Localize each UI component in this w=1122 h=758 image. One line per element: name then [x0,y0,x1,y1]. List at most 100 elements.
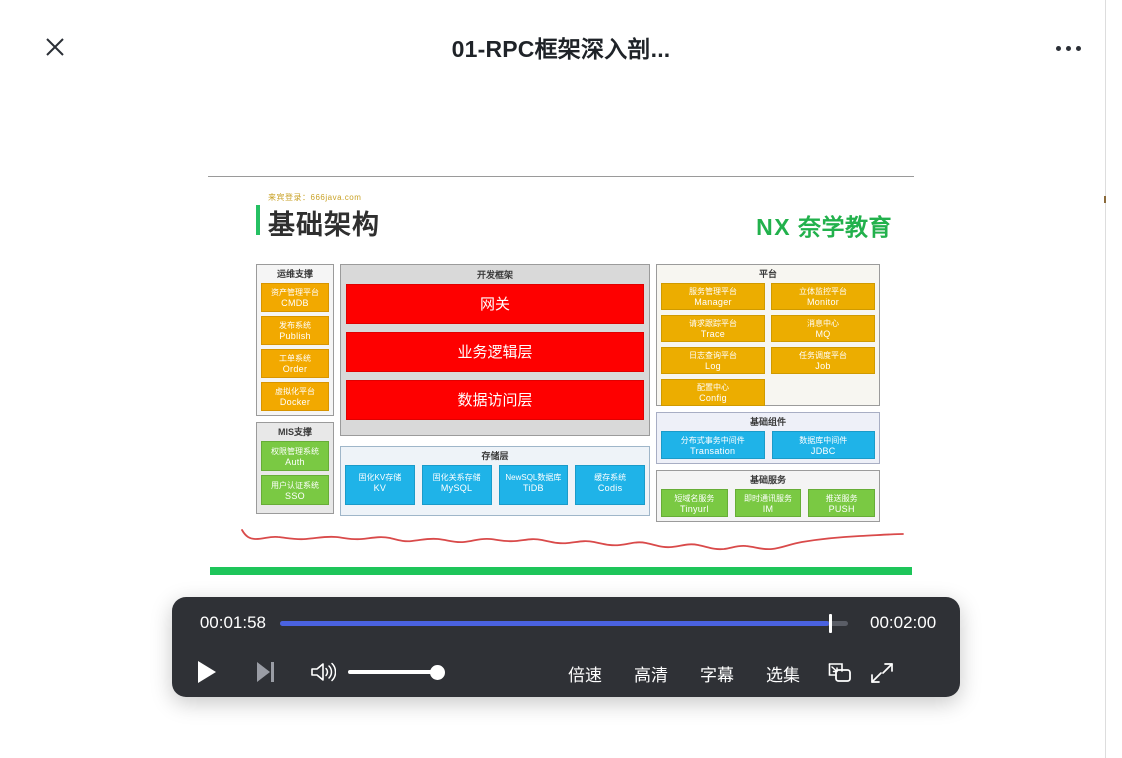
panel-storage: 存储层 固化KV存储 KV 固化关系存储 MySQL NewSQL数据库 TiD [340,446,650,516]
components-row: 分布式事务中间件 Transation 数据库中间件 JDBC [661,431,875,459]
close-icon [46,38,64,56]
cell-log: 日志查询平台 Log [661,347,765,374]
progress-bar[interactable] [280,613,848,633]
cell-monitor: 立体监控平台 Monitor [771,283,875,310]
diagram-column-left: 运维支撑 资产管理平台 CMDB 发布系统 Publish 工单系统 Order [256,264,334,514]
cell-label-en: Order [282,364,308,374]
cell-jdbc: 数据库中间件 JDBC [771,431,875,459]
cell-label-cn: 短域名服务 [674,494,715,503]
diagram-column-middle: 开发框架 网关 业务逻辑层 数据访问层 存储层 固化KV存储 KV 固化关系存储 [340,264,650,516]
cell-docker: 虚拟化平台 Docker [261,382,329,411]
close-button[interactable] [34,26,76,68]
panel-services: 基础服务 短域名服务 Tinyurl 即时通讯服务 IM 推送服务 PUSH [656,470,880,522]
panel-platform: 平台 服务管理平台 Manager 立体监控平台 Monitor 请求跟踪平台 [656,264,880,406]
panel-ops: 运维支撑 资产管理平台 CMDB 发布系统 Publish 工单系统 Order [256,264,334,416]
more-dot [1065,45,1071,51]
cell-label-en: Tinyurl [679,504,709,514]
cell-business-logic: 业务逻辑层 [346,332,644,372]
cell-label-cn: 分布式事务中间件 [680,436,745,445]
subtitles-button[interactable]: 字幕 [700,665,734,685]
cell-label-cn: 发布系统 [279,321,311,330]
player-header: 01-RPC框架深入剖... [0,0,1122,92]
cell-config: 配置中心 Config [661,379,765,406]
cell-order: 工单系统 Order [261,349,329,378]
panel-components: 基础组件 分布式事务中间件 Transation 数据库中间件 JDBC [656,412,880,464]
cell-label-en: TiDB [522,483,544,493]
volume-slider[interactable] [348,665,448,680]
cell-label-cn: 日志查询平台 [689,351,737,360]
slide-title-accent [256,205,260,235]
panel-components-title: 基础组件 [749,417,786,427]
cell-label-en: MQ [815,329,831,339]
cell-label-cn: 数据库中间件 [799,436,848,445]
panel-mis: MIS支撑 权限管理系统 Auth 用户认证系统 SSO [256,422,334,514]
volume-button[interactable] [306,655,340,689]
brand-mark: NX [756,214,792,240]
cell-manager: 服务管理平台 Manager [661,283,765,310]
cell-label-cn: 配置中心 [697,383,729,392]
progress-handle[interactable] [829,613,833,633]
next-track-icon [257,662,274,682]
cell-label-en: CMDB [281,298,309,308]
page-edge-marker [1104,196,1106,203]
cell-mq: 消息中心 MQ [771,315,875,342]
volume-icon [311,662,336,682]
slide-top-rule [208,176,914,177]
next-track-button[interactable] [248,655,282,689]
cell-label-en: Job [815,361,831,371]
cell-label-en: Log [705,361,721,371]
brand-logo: NX 奈学教育 [756,208,892,242]
more-options-button[interactable] [1044,28,1092,68]
cell-label-en: Codis [597,483,623,493]
services-row: 短域名服务 Tinyurl 即时通讯服务 IM 推送服务 PUSH [661,489,876,517]
cell-label-cn: 固化关系存储 [432,473,481,482]
picture-in-picture-button[interactable] [822,655,858,691]
episode-list-button[interactable]: 选集 [766,665,800,685]
cell-label-cn: 用户认证系统 [271,481,319,490]
cell-label-cn: 推送服务 [825,494,858,503]
fullscreen-icon [871,663,893,683]
cell-label-en: Monitor [806,297,840,307]
brand-name: 奈学教育 [798,214,892,240]
panel-platform-title: 平台 [758,269,777,279]
playback-speed-button[interactable]: 倍速 [568,665,602,685]
cell-label-en: Trace [700,329,726,339]
controls-button-row: 倍速 高清 字幕 选集 [172,649,960,697]
cell-job: 任务调度平台 Job [771,347,875,374]
diagram-column-right: 平台 服务管理平台 Manager 立体监控平台 Monitor 请求跟踪平台 [656,264,880,522]
play-button[interactable] [190,655,224,689]
cell-sso: 用户认证系统 SSO [261,475,329,505]
cell-im: 即时通讯服务 IM [734,489,802,517]
volume-track [348,670,444,674]
cell-label-en: Publish [279,331,311,341]
quality-button[interactable]: 高清 [634,665,668,685]
platform-grid: 服务管理平台 Manager 立体监控平台 Monitor 请求跟踪平台 Tra… [661,283,875,406]
cell-tidb: NewSQL数据库 TiDB [498,465,569,505]
cell-label-en: MySQL [440,483,473,493]
cell-label-en: SSO [285,491,305,501]
panel-ops-title: 运维支撑 [276,269,313,279]
cell-label-cn: 缓存系统 [594,473,627,482]
progress-row: 00:01:58 00:02:00 [172,597,960,649]
panel-dev-framework: 开发框架 网关 业务逻辑层 数据访问层 [340,264,650,436]
slide-title: 基础架构 [268,210,380,240]
panel-services-title: 基础服务 [749,475,786,485]
cell-label-en: Transation [690,446,736,456]
cell-label-cn: 任务调度平台 [799,351,847,360]
cell-label-en: Auth [285,457,305,467]
cell-label-cn: 权限管理系统 [271,447,319,456]
slide-content: 来宾登录：666java.com 基础架构 NX 奈学教育 运维支撑 资产管理平… [208,170,914,584]
cell-tinyurl: 短域名服务 Tinyurl [661,489,728,517]
cell-label-cn: 虚拟化平台 [275,387,315,396]
cell-label-cn: NewSQL数据库 [505,473,562,482]
cell-gateway: 网关 [346,284,644,324]
cell-label-cn: 立体监控平台 [799,287,847,296]
cell-trace: 请求跟踪平台 Trace [661,315,765,342]
volume-knob[interactable] [430,665,445,680]
cell-push: 推送服务 PUSH [808,489,876,517]
green-highlight-bar [210,567,912,575]
cell-codis: 缓存系统 Codis [575,465,645,505]
cell-label-en: KV [373,483,387,493]
fullscreen-button[interactable] [864,655,900,691]
player-controls: 00:01:58 00:02:00 [172,597,960,697]
